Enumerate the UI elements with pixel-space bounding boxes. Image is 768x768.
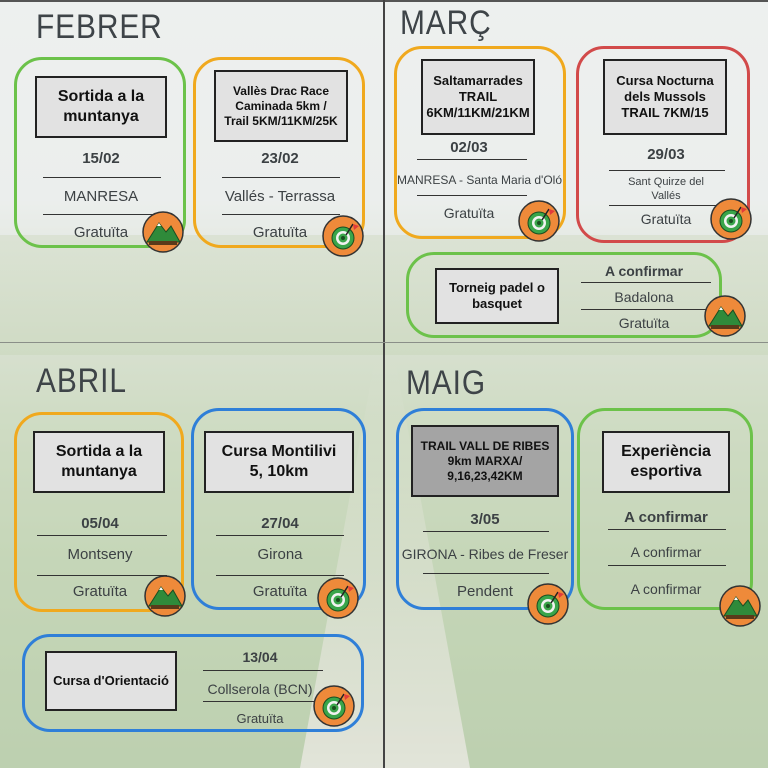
month-marc: MARÇ <box>400 4 492 42</box>
event-place: Montseny <box>67 546 133 563</box>
divider <box>423 531 549 532</box>
divider <box>417 159 527 160</box>
divider <box>222 214 340 215</box>
event-price: Gratuïta <box>252 583 308 600</box>
horizontal-divider <box>0 342 768 343</box>
event-title: Sortida a la muntanya <box>35 76 167 138</box>
event-place: GIRONA - Ribes de Freser <box>401 546 569 562</box>
divider <box>423 573 549 574</box>
event-date: 13/04 <box>242 649 278 665</box>
event-price: Gratuïta <box>236 711 284 726</box>
divider <box>43 177 161 178</box>
divider <box>581 309 711 310</box>
event-date: 27/04 <box>261 515 299 532</box>
divider <box>216 535 344 536</box>
event-price: Gratuïta <box>73 224 129 241</box>
event-card-sortida-febrer[interactable]: Sortida a la muntanya 15/02 MANRESA Grat… <box>14 57 186 248</box>
event-price: Pendent <box>457 583 513 600</box>
event-place: MANRESA <box>63 188 139 205</box>
month-abril: ABRIL <box>36 362 127 400</box>
event-date: 29/03 <box>647 146 685 163</box>
event-date: 15/02 <box>82 150 120 167</box>
event-date: 23/02 <box>261 150 299 167</box>
event-place: MANRESA - Santa Maria d'Oló <box>397 173 563 187</box>
event-date: A confirmar <box>624 509 708 526</box>
divider <box>37 575 167 576</box>
event-price: A confirmar <box>630 581 702 597</box>
vertical-divider <box>383 0 385 768</box>
event-place: Badalona <box>614 289 674 305</box>
event-date: A confirmar <box>604 263 684 279</box>
month-maig: MAIG <box>406 364 486 402</box>
event-place: Collserola (BCN) <box>207 681 313 697</box>
divider <box>216 575 344 576</box>
divider <box>37 535 167 536</box>
divider <box>608 565 726 566</box>
divider <box>222 177 340 178</box>
divider <box>609 205 725 206</box>
divider <box>203 701 323 702</box>
event-price: Gratuïta <box>443 205 495 221</box>
divider <box>609 170 725 171</box>
divider <box>203 670 323 671</box>
event-price: Gratuïta <box>72 583 128 600</box>
month-febrer: FEBRER <box>36 8 163 46</box>
event-price: Gratuïta <box>618 315 670 331</box>
event-date: 3/05 <box>470 511 500 528</box>
event-card-cursa-orientacio[interactable]: Cursa d'Orientació 13/04 Collserola (BCN… <box>22 634 364 732</box>
event-price: Gratuïta <box>640 211 692 227</box>
event-title: Cursa d'Orientació <box>45 651 177 711</box>
event-place: A confirmar <box>630 544 702 560</box>
event-place: Girona <box>257 546 303 563</box>
event-place: Vallés - Terrassa <box>224 188 336 205</box>
event-price: Gratuïta <box>252 224 308 241</box>
divider <box>417 195 527 196</box>
divider <box>43 214 161 215</box>
event-date: 05/04 <box>81 515 119 532</box>
event-date: 02/03 <box>450 139 488 156</box>
divider <box>608 529 726 530</box>
divider <box>581 282 711 283</box>
